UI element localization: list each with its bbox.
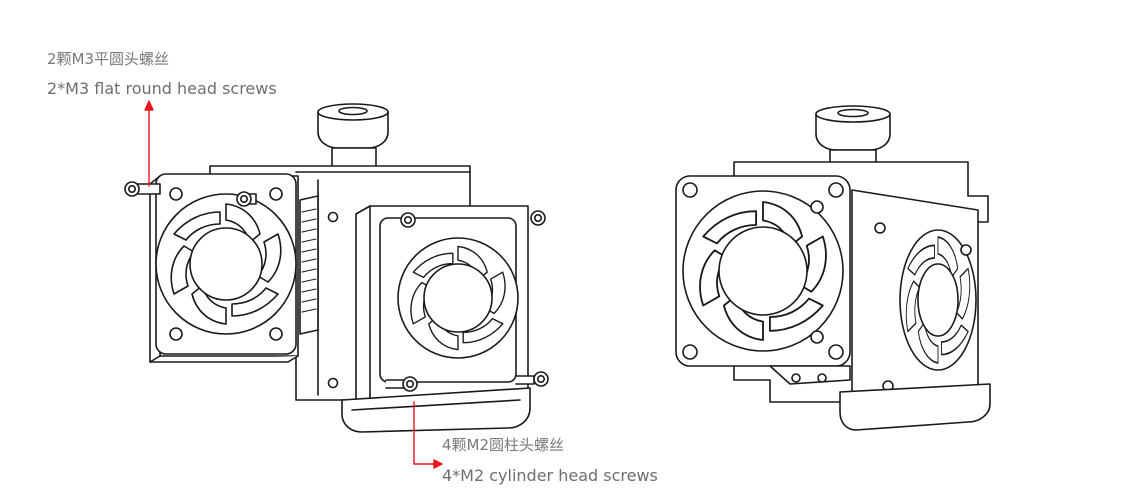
exploded-assembly: [124, 103, 549, 433]
side-fan-right: [839, 189, 991, 431]
callout-m2-label-cn: 4颗M2圆柱头螺丝: [442, 436, 565, 454]
m2-screw: [385, 210, 549, 392]
callout-m3-label-en: 2*M3 flat round head screws: [47, 79, 277, 98]
callout-arrow-m2: [413, 401, 443, 469]
front-fan-assembled: [675, 175, 851, 367]
side-fan-left: [149, 173, 299, 363]
callout-m3-label-cn: 2颗M3平圆头螺丝: [47, 50, 170, 68]
callout-m2-label-en: 4*M2 cylinder head screws: [442, 466, 658, 485]
front-fan-duct: [341, 205, 531, 433]
assembled-module: [675, 105, 991, 431]
callout-arrow-m3: [144, 100, 154, 187]
m3-screw: [124, 181, 257, 207]
